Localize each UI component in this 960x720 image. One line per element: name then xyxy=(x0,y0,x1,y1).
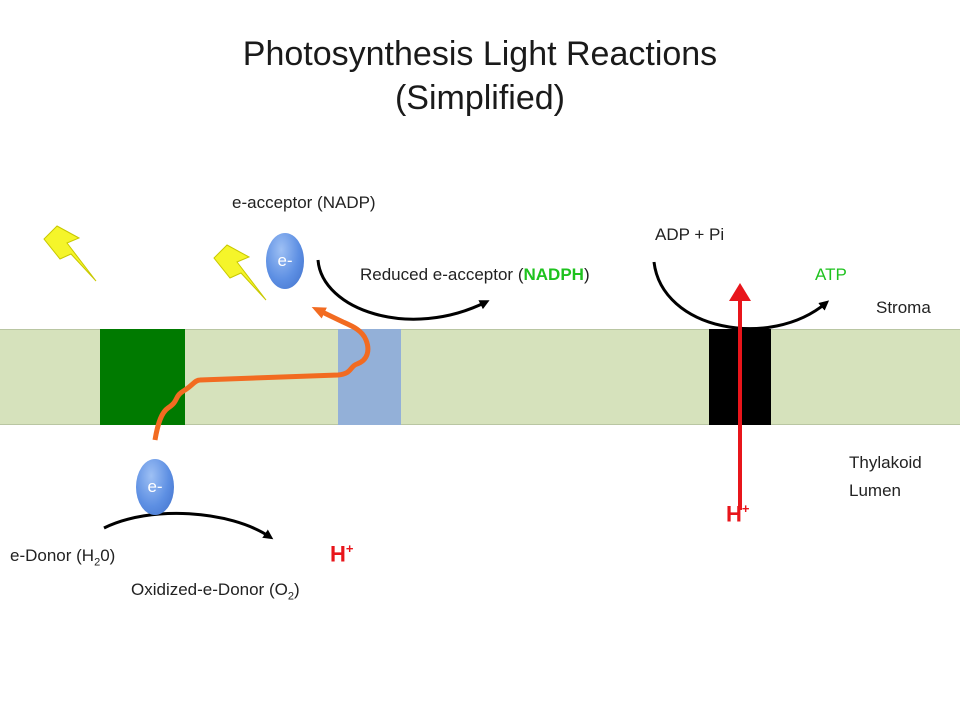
atp-label: ATP xyxy=(815,265,847,284)
e-donor-prefix: e-Donor (H xyxy=(10,546,95,565)
oxidized-donor-suffix: ) xyxy=(293,580,300,599)
proton-label-lumen-bottom: H+ xyxy=(330,541,353,567)
proton-arrow-head xyxy=(729,283,751,301)
proton-label-atp-synthase: H+ xyxy=(726,501,749,527)
h-plus-sign: + xyxy=(741,501,750,516)
h-letter: H xyxy=(330,541,346,567)
oxidized-donor-subscript: 2 xyxy=(287,590,294,603)
reduced-acceptor-label: Reduced e-acceptor (NADPH) xyxy=(360,265,590,285)
electron-donor: e- xyxy=(136,459,174,515)
e-donor-suffix: 0) xyxy=(100,546,116,565)
adp-pi-label: ADP + Pi xyxy=(655,225,725,244)
title-line-1: Photosynthesis Light Reactions xyxy=(242,35,718,73)
thylakoid-lumen-label: Thylakoid Lumen xyxy=(849,449,922,505)
reduced-acceptor-prefix: Reduced e-acceptor ( xyxy=(360,265,524,284)
lightning-bolt-icon xyxy=(213,244,267,301)
e-donor-label: e-Donor (H20) xyxy=(10,546,115,568)
oxidized-donor-label: Oxidized-e-Donor (O2) xyxy=(131,580,300,602)
lumen-word: Lumen xyxy=(849,481,901,500)
h-plus-sign: + xyxy=(345,541,354,556)
atp-synthesis-arrow xyxy=(652,261,830,331)
oxidized-donor-prefix: Oxidized-e-Donor (O xyxy=(131,580,288,599)
electron-transport-path xyxy=(152,306,371,441)
h-letter: H xyxy=(726,501,742,527)
nadph-text: NADPH xyxy=(523,265,584,284)
e-acceptor-label: e-acceptor (NADP) xyxy=(232,193,376,212)
e-donor-subscript: 2 xyxy=(94,556,101,569)
stroma-label: Stroma xyxy=(876,298,931,317)
diagram-title: Photosynthesis Light Reactions (Simplifi… xyxy=(0,32,960,120)
nadp-reduction-arrow xyxy=(316,259,490,321)
reduced-acceptor-suffix: ) xyxy=(583,265,590,284)
electron-label: e- xyxy=(277,251,293,270)
lightning-bolt-icon xyxy=(43,225,97,282)
electron-label: e- xyxy=(147,477,163,496)
water-oxidation-arrow xyxy=(103,511,274,540)
electron-excited: e- xyxy=(266,233,304,289)
thylakoid-word: Thylakoid xyxy=(849,453,922,472)
title-line-2: (Simplified) xyxy=(394,79,566,117)
